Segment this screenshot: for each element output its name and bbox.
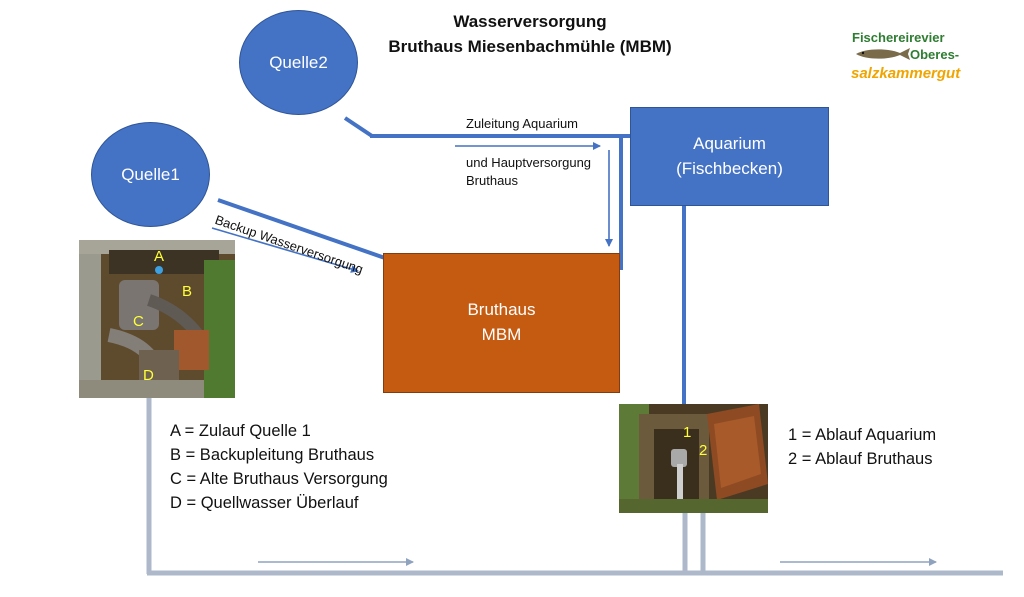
node-bruthaus: Bruthaus MBM: [383, 253, 620, 393]
legend-left-item: D = Quellwasser Überlauf: [170, 494, 359, 512]
title-line1: Wasserversorgung: [453, 12, 607, 31]
node-aquarium: Aquarium (Fischbecken): [630, 107, 829, 206]
node-bruthaus-line1: Bruthaus: [467, 300, 536, 320]
node-bruthaus-line2: MBM: [481, 325, 522, 344]
photo-tag-c: C: [133, 313, 144, 330]
photo-tag-a: A: [154, 248, 165, 265]
legend-left-item: A = Zulauf Quelle 1: [170, 422, 311, 440]
legend-left-item: B = Backupleitung Bruthaus: [170, 446, 375, 464]
legend-right-item: 2 = Ablauf Bruthaus: [788, 450, 933, 468]
node-aquarium-line1: Aquarium: [693, 133, 766, 153]
legend-right: 1 = Ablauf Aquarium 2 = Ablauf Bruthaus: [788, 423, 936, 471]
pipe-backup: [217, 198, 386, 260]
photo-tag-1: 1: [683, 424, 692, 441]
pipe-quelle2-segment: [343, 116, 374, 138]
label-haupt-line1: und Hauptversorgung: [466, 155, 592, 170]
photo-tag-b: B: [182, 283, 193, 300]
legend-left-item: C = Alte Bruthaus Versorgung: [170, 470, 388, 488]
photo-tag-d: D: [143, 367, 154, 384]
label-haupt-line2: Bruthaus: [466, 173, 519, 188]
photo-tag-2: 2: [699, 442, 708, 459]
fish-icon: [856, 48, 910, 60]
node-quelle1-label: Quelle1: [121, 164, 180, 184]
legend-right-item: 1 = Ablauf Aquarium: [788, 426, 937, 444]
logo-line3: salzkammergut: [851, 65, 961, 82]
label-zuleitung: Zuleitung Aquarium: [466, 116, 579, 131]
title-line2: Bruthaus Miesenbachmühle (MBM): [388, 37, 672, 56]
photo-quellschacht: A B C D: [79, 240, 235, 398]
node-quelle2: Quelle2: [239, 10, 358, 115]
node-quelle1: Quelle1: [91, 122, 210, 227]
arrow-backup: [211, 227, 359, 273]
logo: Fischereirevier Oberes- salzkammergut: [848, 28, 968, 88]
legend-left: A = Zulauf Quelle 1 B = Backupleitung Br…: [170, 419, 388, 515]
node-quelle2-label: Quelle2: [269, 52, 328, 72]
photo-ablaufschacht: 1 2: [619, 404, 768, 513]
node-aquarium-line2: (Fischbecken): [676, 158, 783, 178]
logo-line1: Fischereirevier: [852, 30, 945, 45]
logo-line2: Oberes-: [910, 47, 960, 62]
